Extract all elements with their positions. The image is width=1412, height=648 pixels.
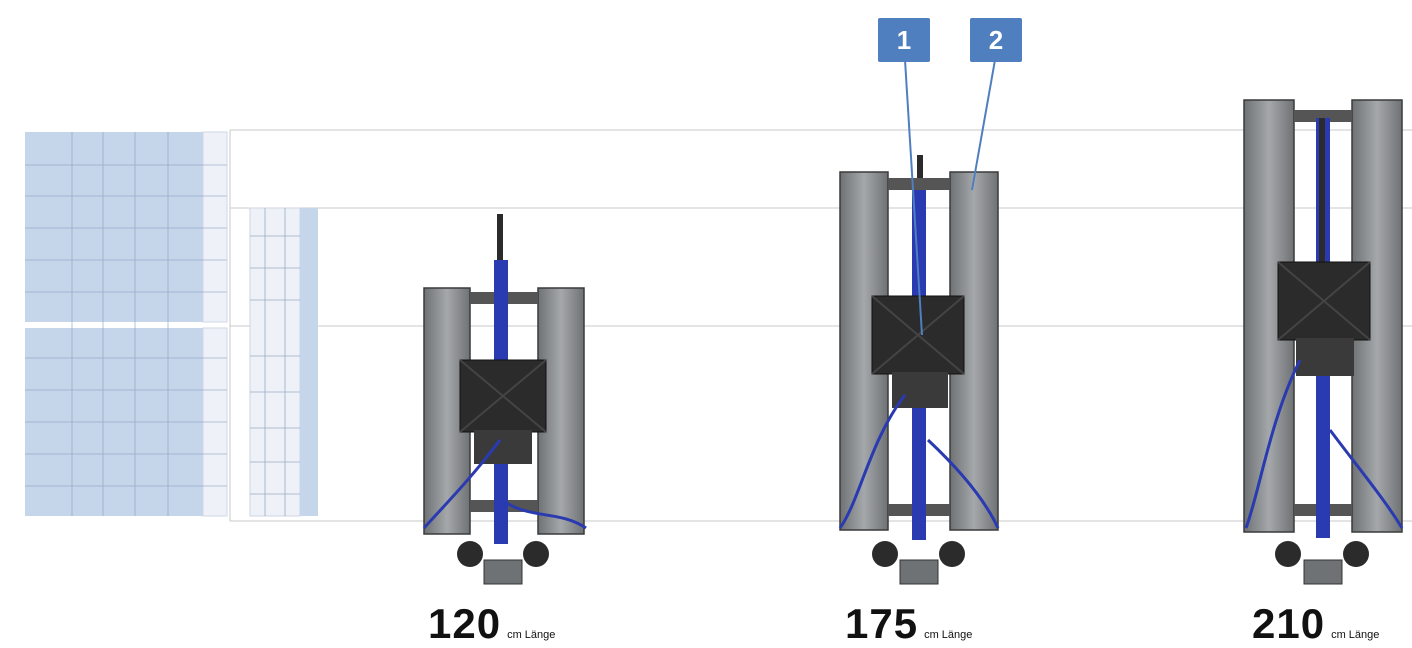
callout-leaders: [904, 59, 996, 336]
size-unit-175: cm Länge: [924, 629, 973, 641]
callout-2-leader: [971, 59, 996, 191]
size-label-120: 120 cm Länge: [428, 600, 555, 648]
size-unit-120: cm Länge: [507, 629, 556, 641]
machine-210-wheel-right: [1343, 541, 1369, 567]
machine-120-hose: [422, 439, 502, 529]
size-label-175: 175 cm Länge: [845, 600, 972, 648]
size-number-175: 175: [845, 600, 919, 647]
machine-175-wheel-right: [939, 541, 965, 567]
machine-175: [838, 155, 1000, 585]
machine-120-wheel-left: [457, 541, 483, 567]
solar-panel-narrow: [249, 207, 318, 517]
callout-2: 2: [970, 18, 1022, 62]
machine-210: [1243, 99, 1404, 585]
size-number-210: 210: [1252, 600, 1326, 647]
machine-175-wheel-left: [872, 541, 898, 567]
callout-2-label: 2: [988, 24, 1004, 55]
panel-grid-lines: [25, 132, 227, 516]
size-unit-210: cm Länge: [1331, 629, 1380, 641]
callout-1-label: 1: [896, 24, 912, 55]
solar-panel-large-top: [25, 131, 228, 323]
machine-175-hose: [838, 394, 907, 529]
machine-120-wheel-right: [523, 541, 549, 567]
size-label-210: 210 cm Länge: [1252, 600, 1379, 648]
machine-210-wheel-left: [1275, 541, 1301, 567]
machine-210-hose: [1244, 359, 1302, 529]
guide-lines: [229, 129, 1412, 522]
callout-1-leader: [904, 59, 923, 336]
callout-1: 1: [878, 18, 930, 62]
machine-120: [422, 214, 587, 585]
size-number-120: 120: [428, 600, 502, 647]
